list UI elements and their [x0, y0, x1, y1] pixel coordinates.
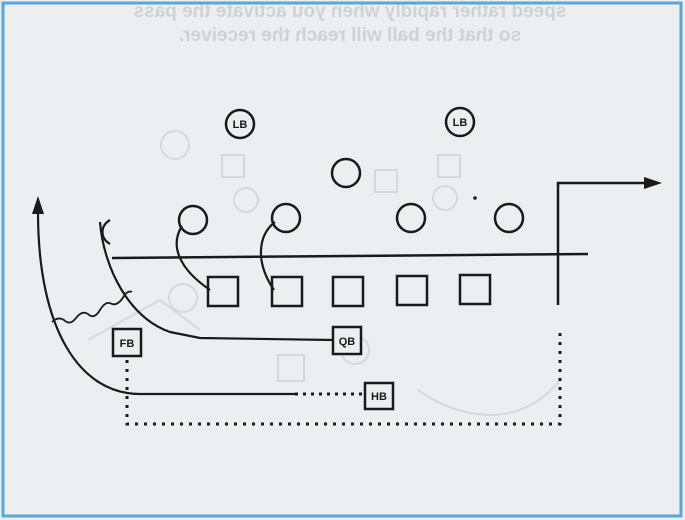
end-hook: [101, 219, 111, 245]
show-through-shapes: [87, 130, 561, 416]
defensive-lineman-3: [395, 202, 427, 234]
receiver-route: [556, 181, 648, 305]
receiver-route-arrowhead: [644, 177, 662, 189]
line-of-scrimmage: [111, 252, 589, 260]
rush-path-left: [175, 225, 211, 291]
wavy-block-line: [51, 290, 133, 324]
defensive-lineman-4: [493, 202, 525, 234]
offensive-lineman-1: [206, 275, 240, 308]
end-rush-path: [98, 221, 334, 342]
offensive-lineman-4: [395, 274, 429, 307]
halfback-label: HB: [371, 391, 387, 403]
defensive-lineman-1: [177, 204, 209, 236]
quarterback-box: [331, 325, 363, 356]
linebacker-left-label: LB: [233, 119, 248, 131]
offensive-lineman-5: [458, 273, 492, 306]
defensive-lineman-2: [270, 202, 302, 234]
linebacker-left-circle: [224, 108, 256, 140]
fullback-route-arrowhead: [32, 196, 44, 214]
quarterback-label: QB: [339, 336, 356, 348]
offensive-lineman-3: [331, 275, 365, 308]
dotted-route: [125, 330, 562, 426]
linebacker-right-label: LB: [453, 117, 468, 129]
rush-path-center: [259, 221, 276, 291]
fullback-box: [111, 327, 143, 358]
fullback-label: FB: [120, 338, 135, 350]
linebacker-right-circle: [444, 106, 476, 138]
speck: [473, 196, 477, 200]
fullback-route: [36, 211, 295, 396]
offensive-lineman-2: [270, 275, 304, 308]
halfback-box: [363, 381, 395, 411]
defensive-safety: [330, 157, 362, 189]
